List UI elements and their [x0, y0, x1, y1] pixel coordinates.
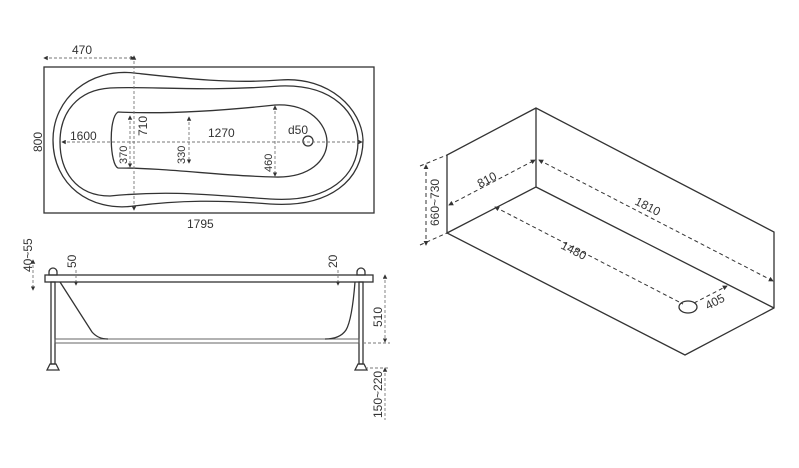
feet — [45, 363, 369, 371]
drain-hole — [302, 135, 314, 147]
bowl-outer-outline — [52, 71, 364, 208]
label-470: 470 — [72, 43, 92, 57]
leg-left — [50, 281, 56, 365]
label-370: 370 — [118, 146, 130, 164]
label-20: 20 — [326, 254, 340, 268]
iso-view: 810 1810 1480 405 660~730 — [419, 107, 775, 356]
leg-right — [358, 281, 364, 365]
bowl-floor-outline — [110, 104, 328, 178]
label-1270: 1270 — [208, 126, 235, 140]
label-1480: 1480 — [559, 238, 589, 263]
ext-line — [419, 154, 448, 167]
top-view: 470 800 1795 1600 1270 d50 710 370 330 4… — [31, 43, 375, 231]
dim-line-1480 — [494, 206, 684, 305]
dim-line-405 — [693, 285, 728, 304]
iso-box-outline — [446, 107, 775, 356]
iso-drain — [678, 300, 698, 314]
label-460: 460 — [263, 154, 275, 172]
rim-knobs — [48, 267, 366, 276]
bowl-inner-outline — [59, 85, 359, 200]
label-810: 810 — [475, 169, 500, 191]
label-800: 800 — [31, 132, 45, 152]
dim-line-810 — [448, 159, 536, 206]
ext-line — [419, 232, 448, 246]
dim-line-1810 — [538, 159, 774, 282]
label-660-730: 660~730 — [428, 179, 442, 226]
side-view: 40~55 50 20 510 150~220 — [21, 238, 390, 420]
label-510: 510 — [371, 307, 385, 327]
label-1600: 1600 — [70, 129, 97, 143]
crossbar — [54, 338, 360, 344]
label-1810: 1810 — [633, 194, 663, 219]
label-150-220: 150~220 — [371, 371, 385, 418]
rim — [44, 274, 374, 283]
label-40-55: 40~55 — [21, 238, 35, 272]
label-405: 405 — [703, 291, 728, 313]
label-710: 710 — [136, 116, 150, 136]
label-330: 330 — [176, 146, 188, 164]
bowl-profile — [59, 281, 356, 340]
label-1795: 1795 — [187, 217, 214, 231]
label-50: 50 — [65, 254, 79, 268]
tub-outline-rect — [43, 66, 375, 214]
label-d50: d50 — [288, 123, 308, 137]
